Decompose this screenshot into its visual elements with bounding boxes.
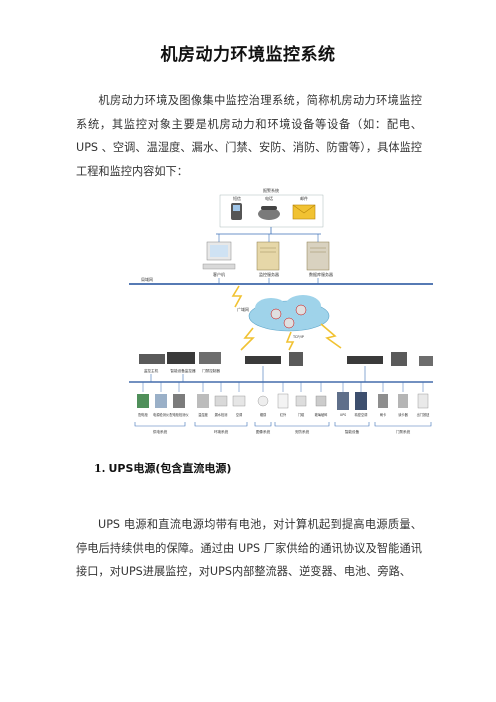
server-label-database: 数据库服务器 (309, 271, 333, 277)
page-title: 机房动力环境监控系统 (160, 45, 336, 65)
alarm-system-label: 报警系统 (263, 187, 279, 193)
server-label-client: 客户机 (213, 271, 225, 277)
device-label: 电源检测仪 (153, 412, 170, 417)
group-label: 环境系统 (214, 429, 229, 434)
device-label: 读卡器 (398, 412, 408, 417)
monitoring-network-diagram: 报警系统 短信 电话 邮件 客户机 (121, 186, 439, 456)
section-title: UPS电源(包含直流电源) (108, 462, 232, 475)
database-server: 数据库服务器 (306, 241, 333, 277)
host-stack-right (347, 352, 433, 366)
device-label: 精密空调 (355, 412, 368, 417)
monitor-server: 监控服务器 (256, 241, 280, 277)
device-label: 温湿度 (198, 412, 208, 417)
client-pc: 客户机 (202, 241, 236, 277)
device-labels: 配电柜 电源检测仪 配电柜检测仪 温湿度 漏水检测 空调 烟感 红外 门磁 玻璃… (138, 412, 430, 417)
ups-paragraph: UPS 电源和直流电源均带有电池，对计算机起到提高电源质量、停电后持续供电的保障… (76, 513, 422, 584)
group-label: 图像系统 (256, 429, 271, 434)
device-label: 玻璃破碎 (315, 412, 329, 417)
device-label: UPS (340, 413, 346, 417)
device-label: 出门按钮 (417, 412, 431, 417)
group-label: 安防系统 (295, 429, 310, 434)
alarm-system: 报警系统 短信 电话 邮件 (219, 187, 324, 228)
alarm-item-mail: 邮件 (300, 195, 308, 201)
device-label: 红外 (280, 412, 287, 417)
alarm-item-sms: 短信 (233, 195, 241, 201)
group-brackets (134, 422, 432, 427)
device-label: 门磁 (298, 412, 305, 417)
section-heading-ups: 1.UPS电源(包含直流电源) (94, 460, 231, 476)
host-label-door: 门禁控制器 (202, 368, 220, 373)
device-label: 漏水检测 (215, 412, 228, 417)
intro-paragraph: 机房动力环境及图像集中监控治理系统，简称机房动力环境监控系统，其监控对象主要是机… (76, 89, 422, 183)
host-label-smart: 智能设备监控器 (170, 368, 196, 373)
device-label: 配电柜 (138, 412, 148, 417)
device-label: 刷卡 (380, 412, 387, 417)
wan-label: 广域网 (237, 306, 249, 312)
group-label: 门禁系统 (396, 429, 411, 434)
phone-icon: 电话 (258, 195, 280, 220)
device-label: 配电柜检测仪 (169, 412, 189, 417)
wan-cloud: 广域网 TCP/IP (237, 295, 330, 339)
group-label: 供电系统 (153, 429, 168, 434)
sms-icon: 短信 (231, 195, 242, 220)
mail-icon: 邮件 (292, 195, 316, 220)
host-label-monitor: 监控主机 (144, 368, 159, 373)
group-labels: 供电系统 环境系统 图像系统 安防系统 智能设备 门禁系统 (153, 429, 411, 434)
host-stack-left: 监控主机 智能设备监控器 门禁控制器 (139, 352, 221, 373)
lan-label: 局域网 (141, 276, 153, 282)
device-label: 烟感 (260, 412, 267, 417)
section-number: 1. (94, 462, 106, 475)
intro-text: 机房动力环境及图像集中监控治理系统，简称机房动力环境监控系统，其监控对象主要是机… (76, 94, 422, 178)
device-icons (137, 392, 429, 410)
tcp-label: TCP/IP (292, 335, 304, 339)
group-label: 智能设备 (345, 429, 360, 434)
alarm-item-phone: 电话 (265, 195, 273, 201)
device-label: 空调 (236, 412, 242, 417)
device-row (142, 382, 424, 392)
server-label-monitor: 监控服务器 (259, 271, 279, 277)
host-stack-middle (245, 352, 303, 366)
ups-text: UPS 电源和直流电源均带有电池，对计算机起到提高电源质量、停电后持续供电的保障… (76, 518, 422, 578)
